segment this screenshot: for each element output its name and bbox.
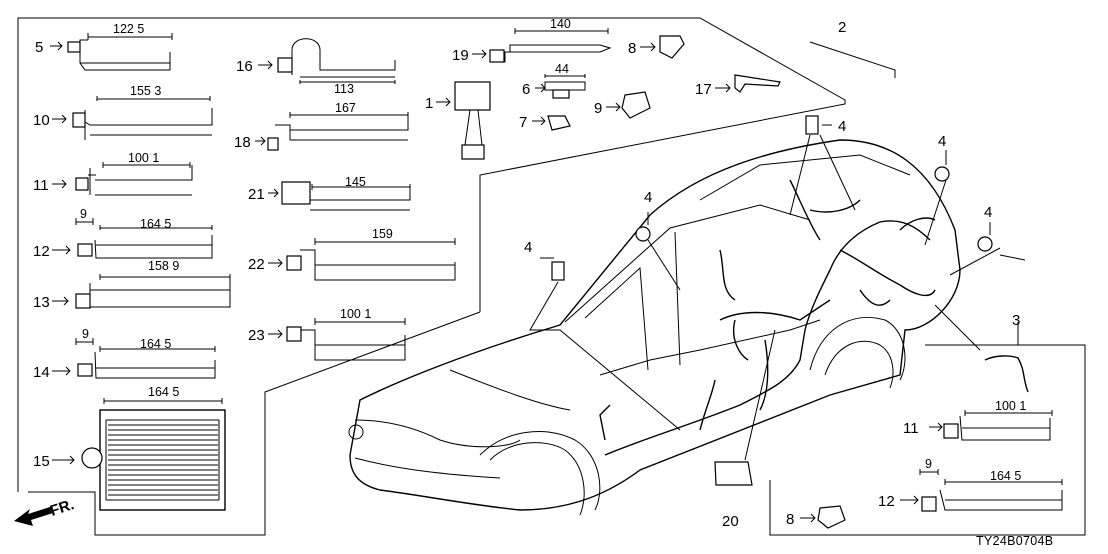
front-direction-arrow: FR. bbox=[14, 496, 76, 526]
callout-4: 4 bbox=[938, 133, 946, 150]
part-12[interactable]: 9 164 5 bbox=[75, 207, 213, 259]
callout-4: 4 bbox=[644, 189, 652, 206]
callout-4: 4 bbox=[524, 239, 532, 256]
dimension-label: 155 3 bbox=[130, 84, 161, 98]
callout-18: 18 bbox=[234, 134, 251, 151]
part-15[interactable]: 164 5 bbox=[81, 385, 226, 511]
part-20[interactable] bbox=[714, 461, 753, 486]
dimension-label: 9 bbox=[925, 457, 932, 471]
part-17[interactable] bbox=[734, 74, 781, 93]
dimension-label: 164 5 bbox=[148, 385, 179, 399]
dimension-label: 167 bbox=[335, 101, 356, 115]
dimension-label: 122 5 bbox=[113, 22, 144, 36]
callout-23: 23 bbox=[248, 327, 265, 344]
dimension-label: 159 bbox=[372, 227, 393, 241]
callout-3: 3 bbox=[1012, 312, 1020, 329]
part-8-top[interactable] bbox=[659, 35, 685, 59]
dimension-label: 158 9 bbox=[148, 259, 179, 273]
dimension-label: 100 1 bbox=[340, 307, 371, 321]
callouts: 5 10 11 12 13 14 15 16 18 21 22 23 19 1 … bbox=[33, 19, 1020, 530]
callout-20: 20 bbox=[722, 513, 739, 530]
callout-4: 4 bbox=[838, 118, 846, 135]
callout-5: 5 bbox=[35, 39, 43, 56]
dimension-label: 9 bbox=[80, 207, 87, 221]
part-8-bottom[interactable] bbox=[817, 505, 846, 529]
part-21[interactable]: 145 bbox=[281, 175, 411, 211]
part-9[interactable] bbox=[621, 91, 651, 119]
part-14[interactable]: 9 164 5 bbox=[75, 327, 216, 379]
callout-13: 13 bbox=[33, 294, 50, 311]
part-18[interactable]: 167 bbox=[267, 101, 409, 151]
part-1[interactable] bbox=[454, 81, 491, 160]
wire-harness bbox=[599, 179, 936, 456]
part-13[interactable]: 158 9 bbox=[75, 259, 231, 309]
part-19[interactable]: 140 bbox=[489, 17, 612, 63]
dimension-label: 164 5 bbox=[140, 217, 171, 231]
car-body bbox=[348, 139, 961, 516]
dimension-label: 164 5 bbox=[140, 337, 171, 351]
callout-12: 12 bbox=[33, 243, 50, 260]
dimension-label: 140 bbox=[550, 17, 571, 31]
callout-10: 10 bbox=[33, 112, 50, 129]
callout-21: 21 bbox=[248, 186, 265, 203]
part-10[interactable]: 155 3 bbox=[72, 84, 213, 140]
callout-11: 11 bbox=[903, 420, 919, 437]
callout-4: 4 bbox=[984, 204, 992, 221]
callout-11: 11 bbox=[33, 177, 49, 194]
callout-9: 9 bbox=[594, 100, 602, 117]
callout-19: 19 bbox=[452, 47, 469, 64]
dimension-label: 44 bbox=[555, 62, 569, 76]
clip-4d[interactable] bbox=[551, 261, 565, 281]
part-3[interactable] bbox=[984, 355, 1029, 393]
part-7[interactable] bbox=[547, 115, 571, 131]
callout-8: 8 bbox=[628, 40, 636, 57]
dimension-label: 145 bbox=[345, 175, 366, 189]
callout-16: 16 bbox=[236, 58, 253, 75]
part-5[interactable]: 122 5 bbox=[67, 22, 173, 71]
part-22[interactable]: 159 bbox=[286, 227, 456, 281]
part-16[interactable]: 113 bbox=[277, 38, 396, 96]
callout-17: 17 bbox=[695, 81, 712, 98]
clip-4c[interactable] bbox=[635, 226, 651, 242]
callout-8: 8 bbox=[786, 511, 794, 528]
part-11-bottom[interactable]: 100 1 bbox=[943, 399, 1053, 441]
callout-14: 14 bbox=[33, 364, 50, 381]
part-6[interactable]: 44 bbox=[544, 62, 586, 99]
part-11[interactable]: 100 1 bbox=[75, 151, 193, 196]
dimension-label: 164 5 bbox=[990, 469, 1021, 483]
diagram-code: TY24B0704B bbox=[976, 534, 1053, 548]
dimension-label: 113 bbox=[334, 82, 354, 96]
dimension-label: 100 1 bbox=[128, 151, 159, 165]
callout-12: 12 bbox=[878, 493, 895, 510]
callout-1: 1 bbox=[425, 95, 433, 112]
dimension-label: 100 1 bbox=[995, 399, 1026, 413]
part-12-bottom[interactable]: 9 164 5 bbox=[919, 457, 1063, 512]
callout-15: 15 bbox=[33, 453, 50, 470]
clip-4b[interactable] bbox=[934, 166, 950, 182]
leader-lines bbox=[50, 41, 1026, 523]
clip-4e[interactable] bbox=[977, 236, 993, 252]
callout-6: 6 bbox=[522, 81, 530, 98]
dimension-label: 9 bbox=[82, 327, 89, 341]
frame-lines bbox=[17, 17, 1086, 536]
part-23[interactable]: 100 1 bbox=[286, 307, 406, 361]
callout-22: 22 bbox=[248, 256, 265, 273]
callout-7: 7 bbox=[519, 114, 527, 131]
clip-4a[interactable] bbox=[805, 115, 819, 135]
callout-2: 2 bbox=[838, 19, 846, 36]
front-direction-label: FR. bbox=[48, 496, 76, 520]
